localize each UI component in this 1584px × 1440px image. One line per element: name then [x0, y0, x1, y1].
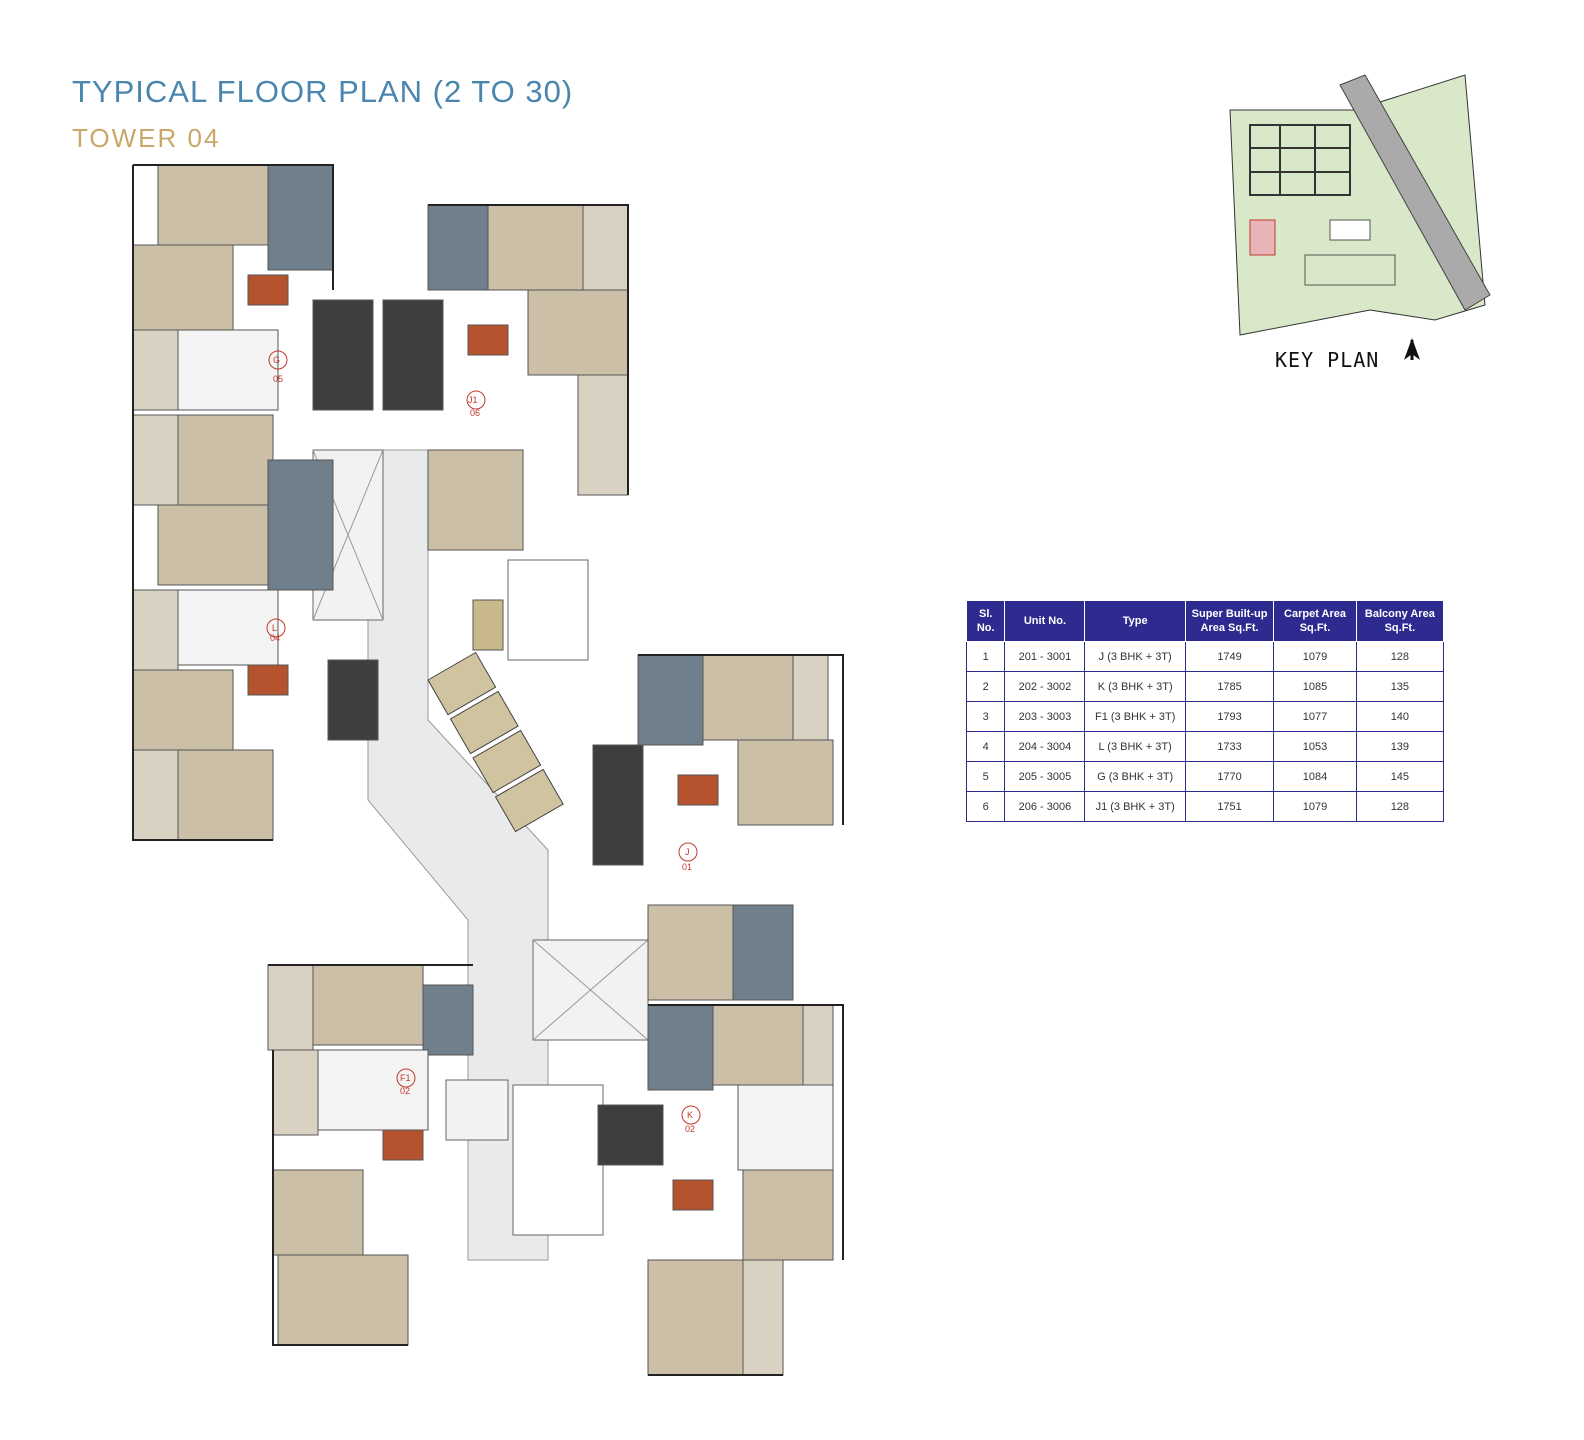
corridor-core: [312, 449, 649, 1261]
table-cell: 205 - 3005: [1004, 761, 1086, 792]
header-type: Type: [1084, 601, 1186, 642]
unit-code-k: K: [687, 1110, 693, 1120]
table-cell: 3: [965, 701, 1006, 732]
table-cell: 1733: [1184, 731, 1275, 762]
header-balcony-area: Balcony Area Sq.Ft.: [1355, 601, 1445, 642]
table-cell: 128: [1355, 641, 1445, 672]
table-cell: 140: [1355, 701, 1445, 732]
table-cell: 135: [1355, 671, 1445, 702]
table-row: 1 201 - 3001 J (3 BHK + 3T) 1749 1079 12…: [965, 641, 1445, 672]
table-cell: 139: [1355, 731, 1445, 762]
table-cell: 1793: [1184, 701, 1275, 732]
table-cell: 128: [1355, 791, 1445, 822]
header-super-built-up-area: Super Built-up Area Sq.Ft.: [1184, 601, 1275, 642]
table-cell: J1 (3 BHK + 3T): [1084, 791, 1186, 822]
table-cell: 5: [965, 761, 1006, 792]
table-cell: 1: [965, 641, 1006, 672]
table-cell: 1077: [1273, 701, 1357, 732]
unit-number-f1: 02: [400, 1086, 410, 1096]
table-cell: 1749: [1184, 641, 1275, 672]
page-title: TYPICAL FLOOR PLAN (2 TO 30): [72, 74, 574, 109]
unit-j: J 01: [592, 654, 834, 1001]
table-cell: 203 - 3003: [1004, 701, 1086, 732]
unit-f1: F1 02: [267, 964, 474, 1346]
table-cell: 1751: [1184, 791, 1275, 822]
key-plan-map: [1229, 74, 1491, 360]
unit-number-l: 04: [270, 633, 280, 643]
table-row: 6 206 - 3006 J1 (3 BHK + 3T) 1751 1079 1…: [965, 791, 1445, 822]
unit-number-j1: 06: [470, 408, 480, 418]
unit-code-j1: J1: [468, 395, 478, 405]
tower-subtitle: TOWER 04: [72, 123, 221, 153]
table-cell: K (3 BHK + 3T): [1084, 671, 1186, 702]
table-cell: 1053: [1273, 731, 1357, 762]
header-sl-no: Sl. No.: [965, 601, 1006, 642]
table-cell: J (3 BHK + 3T): [1084, 641, 1186, 672]
table-cell: 1085: [1273, 671, 1357, 702]
table-cell: 4: [965, 731, 1006, 762]
table-row: 3 203 - 3003 F1 (3 BHK + 3T) 1793 1077 1…: [965, 701, 1445, 732]
unit-code-g: G: [273, 355, 280, 365]
table-cell: 204 - 3004: [1004, 731, 1086, 762]
table-row: 2 202 - 3002 K (3 BHK + 3T) 1785 1085 13…: [965, 671, 1445, 702]
unit-code-f1: F1: [400, 1073, 411, 1083]
unit-number-k: 02: [685, 1124, 695, 1134]
unit-g: G 05: [132, 164, 334, 506]
unit-code-l: L: [272, 623, 277, 633]
table-cell: L (3 BHK + 3T): [1084, 731, 1186, 762]
unit-number-j: 01: [682, 862, 692, 872]
unit-k: K 02: [597, 1004, 834, 1376]
north-arrow-icon: [1404, 338, 1420, 360]
table-cell: 6: [965, 791, 1006, 822]
floor-plan-drawing: G 05 L 04 J1 06: [132, 164, 844, 1376]
table-cell: 201 - 3001: [1004, 641, 1086, 672]
table-cell: F1 (3 BHK + 3T): [1084, 701, 1186, 732]
unit-number-g: 05: [273, 374, 283, 384]
header-carpet-area: Carpet Area Sq.Ft.: [1273, 601, 1357, 642]
table-cell: 2: [965, 671, 1006, 702]
table-cell: 1770: [1184, 761, 1275, 792]
table-cell: 206 - 3006: [1004, 791, 1086, 822]
unit-area-table: Sl. No. Unit No. Type Super Built-up Are…: [965, 601, 1445, 822]
table-row: 5 205 - 3005 G (3 BHK + 3T) 1770 1084 14…: [965, 761, 1445, 792]
header-unit-no: Unit No.: [1004, 601, 1086, 642]
table-row: 4 204 - 3004 L (3 BHK + 3T) 1733 1053 13…: [965, 731, 1445, 762]
table-cell: 1084: [1273, 761, 1357, 792]
table-cell: 1079: [1273, 641, 1357, 672]
unit-j1: J1 06: [312, 204, 629, 551]
table-cell: 1079: [1273, 791, 1357, 822]
unit-l: L 04: [132, 459, 379, 841]
table-cell: 202 - 3002: [1004, 671, 1086, 702]
table-cell: 1785: [1184, 671, 1275, 702]
key-plan-label: KEY PLAN: [1275, 348, 1380, 372]
table-header-row: Sl. No. Unit No. Type Super Built-up Are…: [965, 601, 1445, 642]
table-cell: G (3 BHK + 3T): [1084, 761, 1186, 792]
unit-code-j: J: [685, 847, 690, 857]
table-cell: 145: [1355, 761, 1445, 792]
